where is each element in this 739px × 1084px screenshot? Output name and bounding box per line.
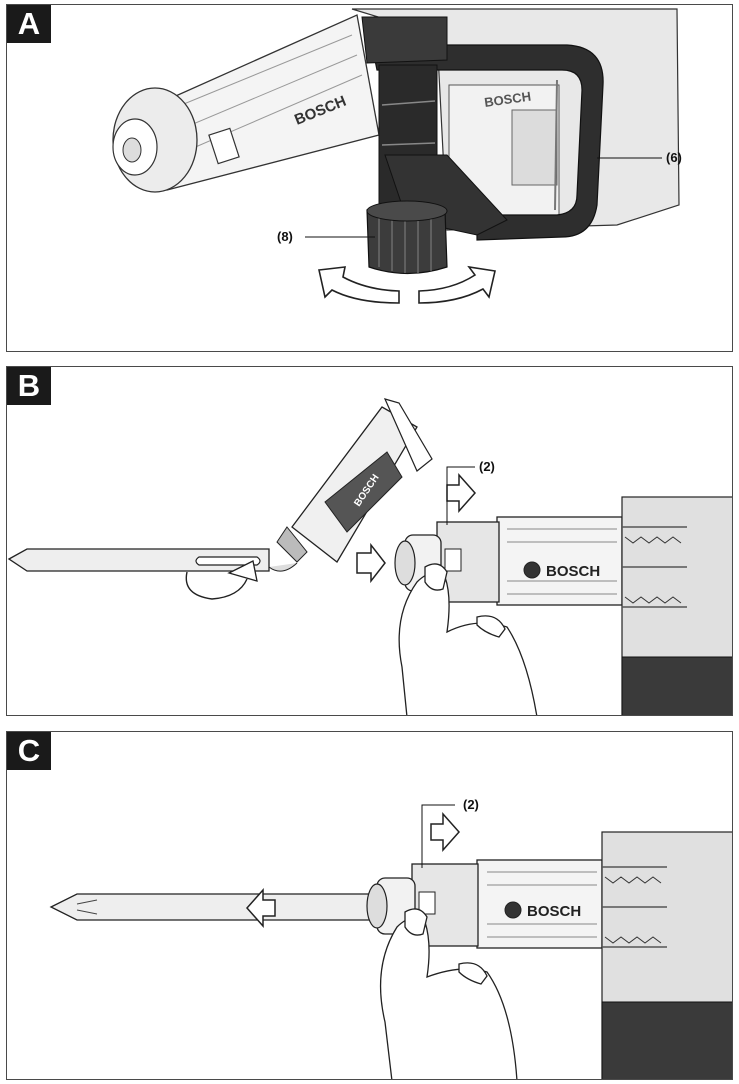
insert-arrow	[356, 542, 386, 584]
tool-brand-text: BOSCH	[546, 563, 600, 580]
chisel-inserted	[49, 893, 378, 921]
chisel	[7, 548, 270, 600]
panel-b: BOSCH BOSCH	[6, 366, 733, 716]
panel-a-illustration: BOSCH BOSCH	[112, 8, 680, 304]
callout-6: (6)	[666, 150, 682, 165]
sleeve-arrow	[446, 473, 477, 513]
callout-2-c: (2)	[463, 797, 479, 812]
panel-a: BOSCH BOSCH	[6, 4, 733, 352]
hand-c	[379, 908, 518, 1079]
rotation-arrows	[318, 265, 496, 304]
leader-line-2-c	[421, 804, 455, 868]
tool-barrel: BOSCH	[112, 14, 380, 193]
tool-brand-text-c: BOSCH	[527, 903, 581, 920]
pull-arrow	[245, 888, 276, 928]
hand	[398, 563, 538, 715]
panel-c-illustration: BOSCH	[49, 804, 732, 1079]
leader-line-2-b	[446, 466, 475, 525]
sleeve-arrow-c	[430, 812, 461, 852]
panel-b-illustration: BOSCH BOSCH	[7, 398, 732, 715]
housing-brand-text: BOSCH	[483, 89, 532, 110]
tool-rear	[621, 496, 732, 715]
grease-tube: BOSCH	[268, 398, 433, 572]
panel-b-label: B	[7, 367, 51, 405]
panel-c-label: C	[7, 732, 51, 770]
callout-2-b: (2)	[479, 459, 495, 474]
callout-8: (8)	[277, 229, 293, 244]
clamp-knob	[366, 200, 448, 275]
panel-c: BOSCH C (2)	[6, 731, 733, 1080]
tool-rear-c	[601, 831, 732, 1079]
panel-a-label: A	[7, 5, 51, 43]
tool-front-c: BOSCH	[366, 859, 603, 949]
